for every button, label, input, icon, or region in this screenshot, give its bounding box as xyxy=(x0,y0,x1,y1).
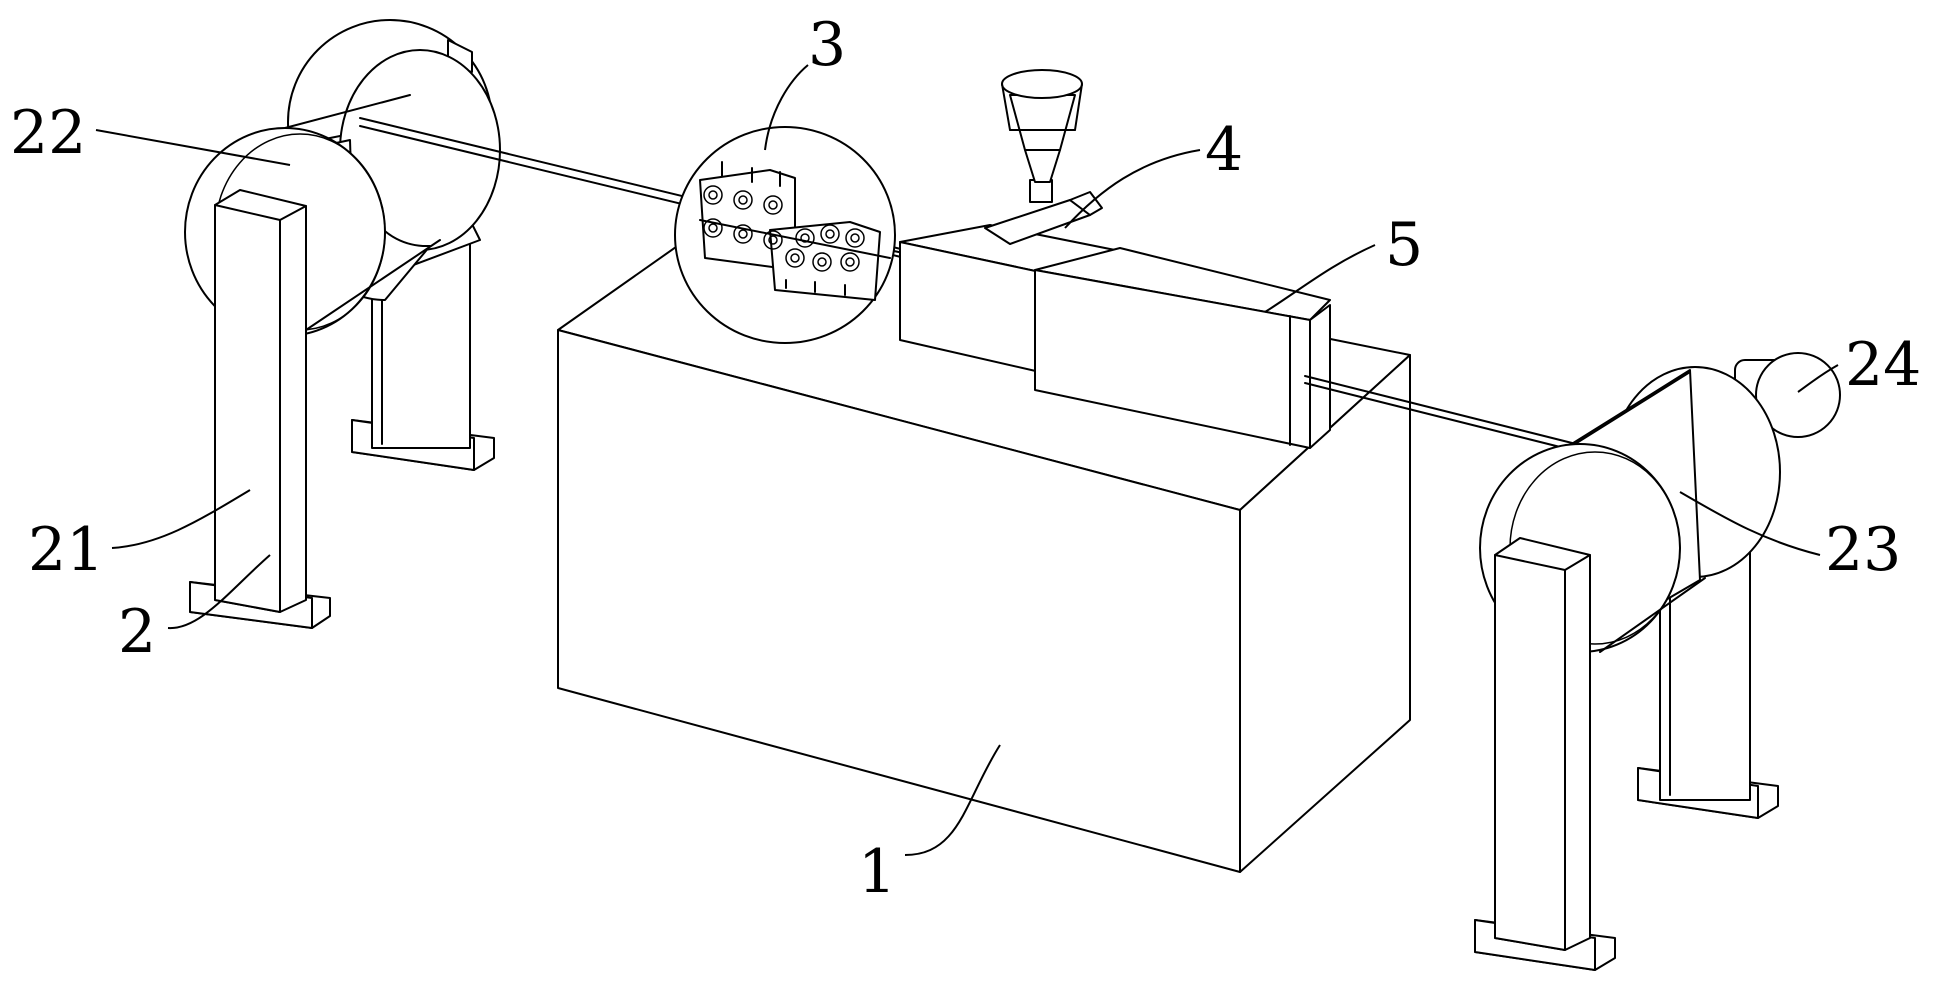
label-pay-off-drum: 22 xyxy=(10,98,86,168)
label-leg: 21 xyxy=(28,515,104,585)
label-extruder: 4 xyxy=(1205,115,1243,185)
cooling-box xyxy=(1034,247,1331,449)
label-take-up-drum: 23 xyxy=(1825,515,1901,585)
label-support-frame: 2 xyxy=(118,597,156,667)
label-guide-roller-set: 3 xyxy=(808,10,846,80)
part-labels: 1 2 21 22 23 24 3 4 5 xyxy=(10,10,1921,907)
left-front-leg xyxy=(189,189,331,629)
leader-lines xyxy=(95,64,1839,856)
label-machine-base: 1 xyxy=(858,837,896,907)
right-front-leg xyxy=(1474,537,1616,971)
label-cooling-box: 5 xyxy=(1385,210,1423,280)
guide-roller-set xyxy=(674,126,896,344)
label-motor: 24 xyxy=(1845,330,1921,400)
